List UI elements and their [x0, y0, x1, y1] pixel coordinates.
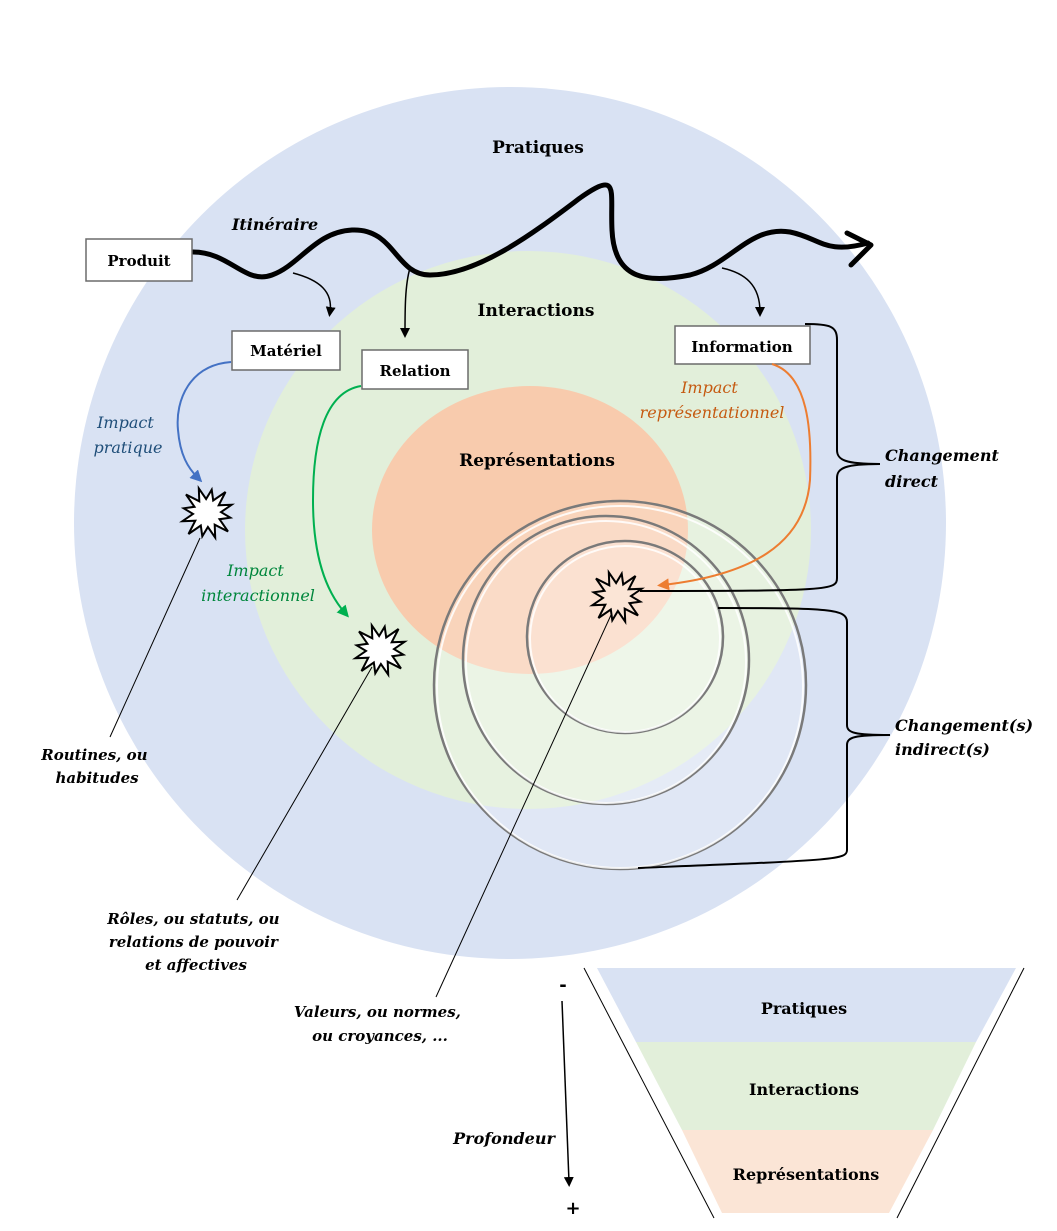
funnel-level-representations [682, 1130, 933, 1213]
box-materiel-label: Matériel [250, 342, 322, 360]
box-materiel: Matériel [231, 330, 341, 371]
box-information: Information [674, 325, 811, 365]
impact-interactionnel-label: Impact interactionnel [201, 561, 315, 605]
depth-plus-label: + [565, 1198, 580, 1219]
funnel-left-edge [583, 967, 715, 1219]
zone-label-pratiques: Pratiques [492, 138, 584, 158]
branch-arrow-information [721, 267, 765, 317]
funnel: Pratiques Interactions Représentations [583, 967, 1025, 1219]
burst-icon-interactionnel [351, 621, 409, 679]
impact-representationnel-label: Impact représentationnel [640, 378, 785, 422]
branch-arrow-materiel [292, 272, 336, 317]
box-produit: Produit [85, 238, 193, 282]
funnel-level-pratiques [597, 968, 1016, 1042]
depth-arrow [561, 1000, 574, 1187]
depth-minus-label: - [559, 975, 566, 996]
burst-icon-pratique [178, 484, 236, 542]
funnel-right-edge [896, 967, 1025, 1219]
leader-line-roles [236, 666, 373, 901]
impact-pratique-label: Impact pratique [94, 413, 163, 457]
leader-line-routines [109, 537, 201, 738]
annotation-roles: Rôles, ou statuts, ou relations de pouvo… [106, 910, 285, 974]
zone-label-interactions: Interactions [478, 301, 595, 321]
funnel-label-pratiques: Pratiques [761, 999, 847, 1018]
depth-label: Profondeur [452, 1129, 556, 1148]
ripple-rings [432, 499, 808, 871]
box-relation: Relation [361, 349, 469, 390]
funnel-level-interactions [636, 1042, 976, 1130]
funnel-label-representations: Représentations [733, 1165, 880, 1184]
zone-label-representations: Représentations [459, 451, 615, 471]
annotation-valeurs: Valeurs, ou normes, ou croyances, ... [294, 1003, 466, 1045]
itinerary-arrowhead-icon [844, 230, 874, 268]
change-direct-label: Changement direct [885, 446, 1004, 491]
change-indirect-label: Changement(s) indirect(s) [895, 716, 1039, 759]
box-produit-label: Produit [107, 252, 170, 270]
brace-direct [639, 323, 881, 592]
brace-indirect [637, 607, 891, 869]
box-relation-label: Relation [380, 362, 451, 380]
impact-pratique-arrow [176, 361, 232, 483]
box-information-label: Information [691, 338, 793, 356]
itinerary-label: Itinéraire [231, 215, 318, 234]
leader-line-valeurs [435, 614, 612, 998]
itinerary-path [190, 182, 871, 282]
impact-representationnel-arrow [657, 363, 812, 591]
annotation-routines: Routines, ou habitudes [40, 746, 153, 787]
funnel-label-interactions: Interactions [749, 1080, 859, 1099]
branch-arrow-relation [400, 267, 411, 338]
burst-icon-representationnel [588, 568, 646, 626]
impact-interactionnel-arrow [311, 385, 362, 618]
